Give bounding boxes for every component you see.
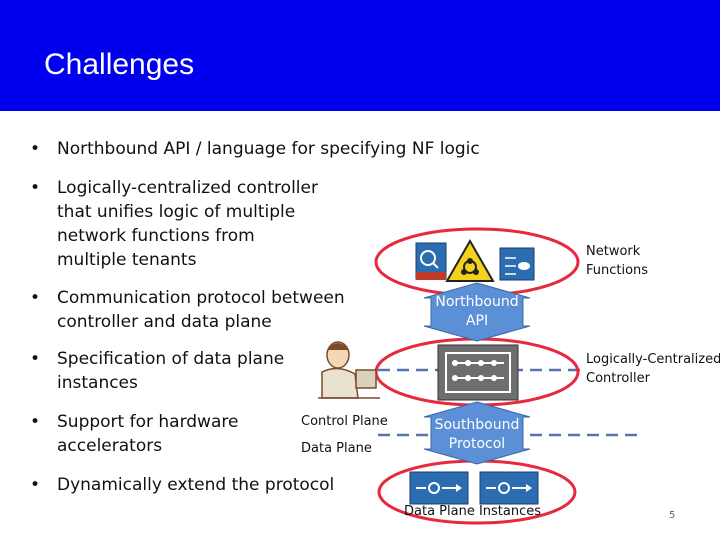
data-plane-instances-label: Data Plane Instances: [404, 504, 542, 519]
network-functions-label: Network Functions: [586, 242, 648, 280]
controller-switch-icon: [437, 344, 519, 401]
label-line: Network: [586, 244, 641, 259]
person-icon: [318, 341, 380, 399]
bullet-line: multiple tenants: [57, 250, 197, 270]
label-line: Northbound: [435, 294, 519, 310]
label-line: Logically-Centralized: [586, 352, 720, 367]
data-plane-label: Data Plane: [301, 441, 372, 456]
bullet-line: Northbound API / language for specifying…: [57, 139, 480, 159]
label-line: Protocol: [448, 436, 506, 452]
northbound-api-arrow: [423, 282, 531, 342]
bullet-dot: •: [30, 139, 41, 159]
page-number: 5: [669, 510, 676, 521]
biohazard-icon: [445, 238, 495, 282]
bullet-line: instances: [57, 373, 138, 393]
label-line: API: [465, 313, 489, 329]
bullet-line: Communication protocol between: [57, 288, 345, 308]
southbound-protocol-label: Southbound Protocol: [431, 416, 523, 454]
firewall-icon: [415, 242, 447, 280]
bullet-line: accelerators: [57, 436, 163, 456]
bullet-dot: •: [30, 349, 41, 369]
router-icon: [409, 471, 469, 505]
bullet-dot: •: [30, 288, 41, 308]
bullet-line: Dynamically extend the protocol: [57, 475, 335, 495]
bullet-dot: •: [30, 178, 41, 198]
load-balancer-icon: [499, 247, 535, 281]
bullet-line: network functions from: [57, 226, 255, 246]
slide-title: Challenges: [44, 48, 195, 81]
southbound-protocol-arrow: [423, 401, 531, 465]
bullet-dot: •: [30, 412, 41, 432]
bullet-dot: •: [30, 475, 41, 495]
label-line: Functions: [586, 263, 649, 278]
label-line: Southbound: [434, 417, 520, 433]
bullet-line: Specification of data plane: [57, 349, 285, 369]
northbound-api-label: Northbound API: [431, 293, 523, 331]
controller-label: Logically-Centralized Controller: [586, 350, 720, 388]
label-line: Controller: [586, 371, 650, 386]
bullet-line: Logically-centralized controller: [57, 178, 318, 198]
bullet-line: Support for hardware: [57, 412, 239, 432]
control-plane-label: Control Plane: [301, 414, 388, 429]
title-bar: Challenges: [0, 0, 720, 111]
bullet-line: controller and data plane: [57, 312, 272, 332]
bullet-line: that unifies logic of multiple: [57, 202, 296, 222]
router-icon: [479, 471, 539, 505]
